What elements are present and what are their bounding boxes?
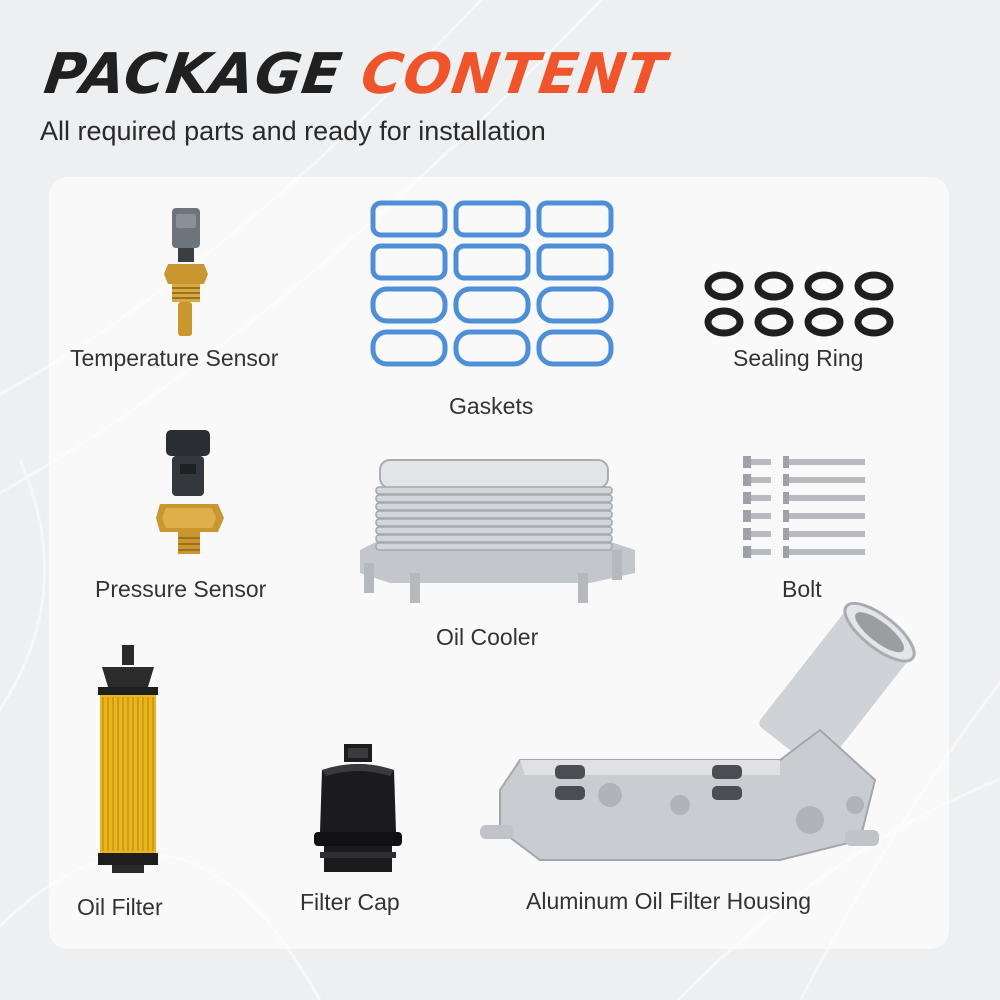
item-oil-filter-housing: Aluminum Oil Filter Housing bbox=[470, 601, 940, 920]
bolt-shape bbox=[743, 456, 751, 468]
sealing-ring-icon bbox=[704, 271, 894, 337]
bolt-shape bbox=[783, 474, 789, 486]
bolt-shape bbox=[789, 531, 865, 537]
bolt-shape bbox=[751, 531, 771, 537]
cooler-plate bbox=[375, 526, 613, 535]
item-label: Aluminum Oil Filter Housing bbox=[526, 888, 812, 914]
oil-filter-housing-icon bbox=[480, 601, 916, 861]
title-word-content: CONTENT bbox=[356, 42, 671, 107]
item-label: Oil Cooler bbox=[436, 624, 539, 650]
temperature-sensor-icon bbox=[164, 208, 208, 336]
sealing-ring-shape bbox=[704, 271, 744, 301]
cooler-plate bbox=[375, 534, 613, 543]
item-temperature-sensor: Temperature Sensor bbox=[60, 200, 310, 380]
bolt-shape bbox=[751, 459, 771, 465]
item-filter-cap: Filter Cap bbox=[290, 740, 420, 920]
cooler-plate bbox=[375, 518, 613, 527]
item-gaskets: Gaskets bbox=[365, 200, 625, 425]
bolt-shape bbox=[783, 528, 789, 540]
sealing-ring-shape bbox=[754, 307, 794, 337]
sealing-ring-shape bbox=[704, 307, 744, 337]
gasket-shape bbox=[536, 200, 614, 238]
bolt-shape bbox=[751, 495, 771, 501]
bolt-shape bbox=[743, 546, 751, 558]
bolt-shape bbox=[783, 546, 789, 558]
item-label: Gaskets bbox=[449, 393, 534, 419]
gasket-shape bbox=[453, 286, 531, 324]
gasket-shape bbox=[536, 329, 614, 367]
sealing-ring-shape bbox=[854, 271, 894, 301]
oil-cooler-icon bbox=[360, 459, 635, 603]
gasket-shape bbox=[370, 243, 448, 281]
oil-filter-icon bbox=[98, 645, 158, 873]
title-word-package: PACKAGE bbox=[40, 42, 347, 107]
page-subtitle: All required parts and ready for install… bbox=[40, 116, 546, 146]
gasket-shape bbox=[370, 286, 448, 324]
item-oil-cooler: Oil Cooler bbox=[345, 455, 645, 655]
bolt-shape bbox=[743, 528, 751, 540]
item-label: Temperature Sensor bbox=[70, 345, 279, 371]
bolt-shape bbox=[751, 477, 771, 483]
item-pressure-sensor: Pressure Sensor bbox=[80, 430, 300, 610]
gasket-shape bbox=[536, 243, 614, 281]
item-sealing-ring: Sealing Ring bbox=[700, 265, 900, 380]
item-label: Bolt bbox=[782, 576, 822, 602]
sealing-ring-shape bbox=[804, 307, 844, 337]
gasket-shape bbox=[453, 200, 531, 238]
sealing-ring-shape bbox=[754, 271, 794, 301]
bolt-shape bbox=[783, 510, 789, 522]
bolt-shape bbox=[789, 477, 865, 483]
gasket-icon bbox=[370, 200, 614, 367]
gasket-shape bbox=[453, 243, 531, 281]
bolt-shape bbox=[789, 459, 865, 465]
bolt-shape bbox=[789, 495, 865, 501]
sealing-ring-shape bbox=[804, 271, 844, 301]
bolt-shape bbox=[743, 492, 751, 504]
filter-cap-icon bbox=[314, 744, 402, 872]
cooler-plate bbox=[375, 494, 613, 503]
bolt-shape bbox=[743, 510, 751, 522]
bolt-shape bbox=[751, 513, 771, 519]
cooler-plate bbox=[375, 510, 613, 519]
bolt-shape bbox=[751, 549, 771, 555]
gasket-shape bbox=[370, 329, 448, 367]
bolt-shape bbox=[743, 474, 751, 486]
item-label: Sealing Ring bbox=[733, 345, 864, 371]
item-label: Oil Filter bbox=[77, 894, 163, 920]
item-oil-filter: Oil Filter bbox=[70, 645, 190, 930]
gasket-shape bbox=[370, 200, 448, 238]
gasket-shape bbox=[536, 286, 614, 324]
item-label: Pressure Sensor bbox=[95, 576, 267, 602]
bolt-shape bbox=[783, 456, 789, 468]
cooler-plate bbox=[375, 486, 613, 495]
bolt-shape bbox=[789, 549, 865, 555]
item-label: Filter Cap bbox=[300, 889, 400, 915]
cooler-plate bbox=[375, 502, 613, 511]
cooler-plate bbox=[375, 542, 613, 551]
gasket-shape bbox=[453, 329, 531, 367]
item-bolt: Bolt bbox=[735, 448, 875, 608]
pressure-sensor-icon bbox=[156, 430, 224, 554]
bolt-shape bbox=[789, 513, 865, 519]
bolt-icon bbox=[743, 456, 865, 558]
sealing-ring-shape bbox=[854, 307, 894, 337]
bolt-shape bbox=[783, 492, 789, 504]
